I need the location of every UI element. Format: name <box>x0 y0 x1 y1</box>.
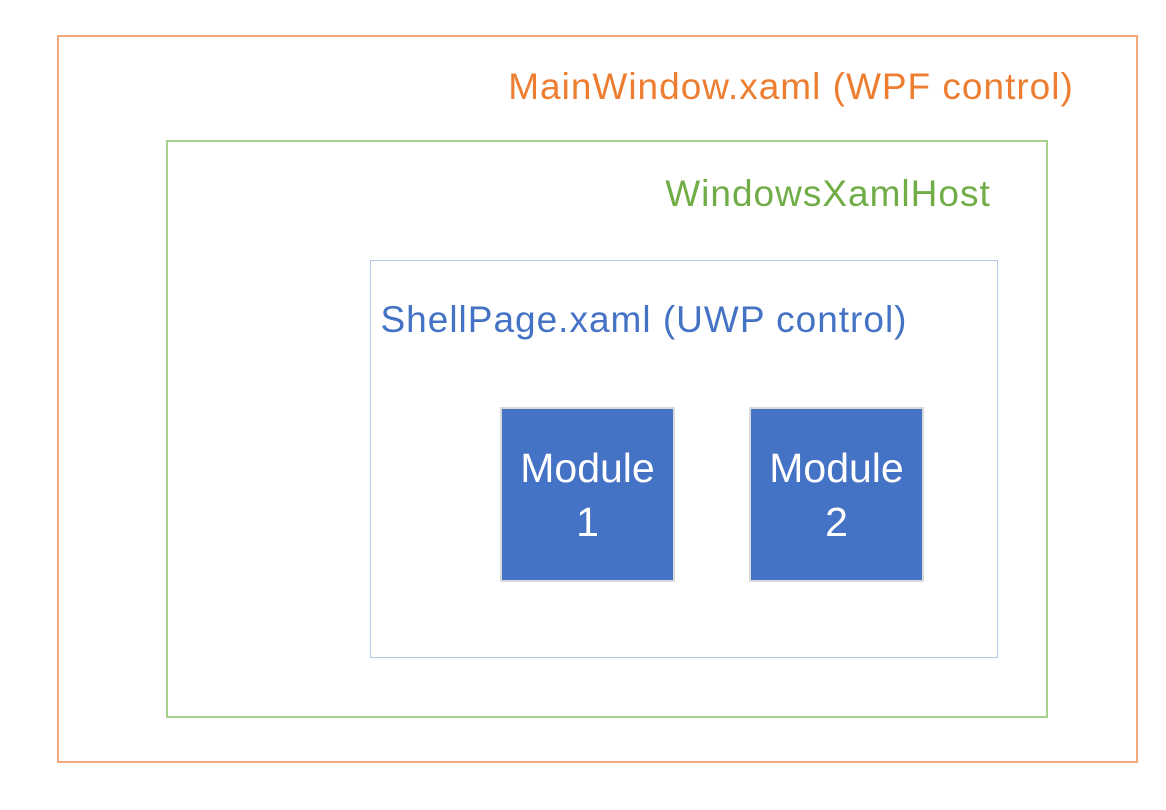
mainwindow-wpf-box: MainWindow.xaml (WPF control) WindowsXam… <box>57 35 1138 763</box>
module-1-label-line-2: 1 <box>576 498 599 545</box>
module-2-label: Module 2 <box>769 441 903 549</box>
module-2-box: Module 2 <box>749 407 924 582</box>
module-1-box: Module 1 <box>500 407 675 582</box>
module-2-label-line-2: 2 <box>825 498 848 545</box>
windowsxamlhost-label: WindowsXamlHost <box>665 173 991 214</box>
module-1-label: Module 1 <box>520 441 654 549</box>
mainwindow-wpf-label: MainWindow.xaml (WPF control) <box>508 66 1074 107</box>
windowsxamlhost-box: WindowsXamlHost ShellPage.xaml (UWP cont… <box>166 140 1048 718</box>
shellpage-uwp-label: ShellPage.xaml (UWP control) <box>380 299 908 340</box>
module-1-label-line-1: Module <box>520 444 655 491</box>
module-2-label-line-1: Module <box>769 444 904 491</box>
shellpage-uwp-box: ShellPage.xaml (UWP control) Module 1 Mo… <box>370 260 998 658</box>
